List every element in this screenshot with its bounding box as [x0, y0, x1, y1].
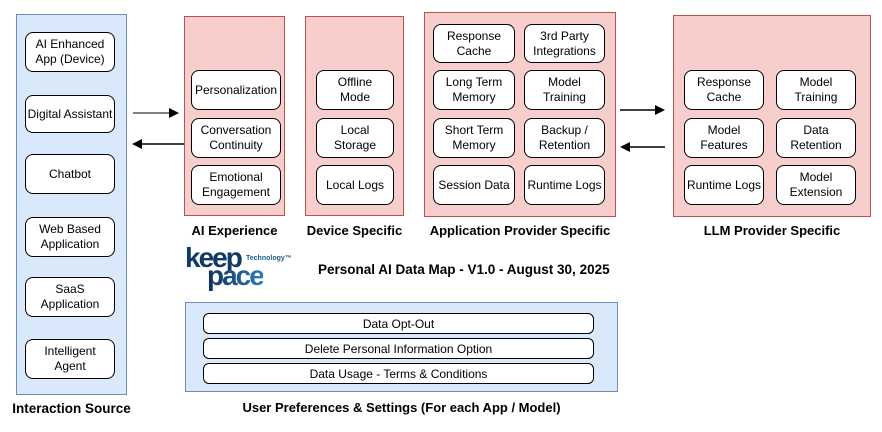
- arrow-left-icon: [132, 139, 187, 149]
- keeppace-logo: keep Technology™ pace: [185, 242, 300, 295]
- user-preferences-label: User Preferences & Settings (For each Ap…: [242, 400, 561, 415]
- interaction-source-label: Interaction Source: [12, 401, 131, 416]
- arrow-right-icon: [133, 108, 179, 118]
- bar-data-usage-terms: Data Usage - Terms & Conditions: [203, 363, 594, 384]
- box-app-response-cache: Response Cache: [433, 24, 515, 63]
- box-personalization: Personalization: [191, 70, 281, 110]
- user-preferences-panel: Data Opt-Out Delete Personal Information…: [185, 302, 618, 392]
- device-specific-label: Device Specific: [306, 223, 403, 238]
- box-long-term-memory: Long Term Memory: [433, 70, 515, 110]
- logo-word-keep: keep: [185, 242, 243, 273]
- diagram-title: Personal AI Data Map - V1.0 - August 30,…: [318, 262, 610, 277]
- box-model-extension: Model Extension: [776, 165, 856, 205]
- box-3rd-party-integrations: 3rd Party Integrations: [524, 24, 605, 63]
- box-data-retention: Data Retention: [776, 118, 856, 158]
- box-local-storage: Local Storage: [316, 118, 394, 158]
- ai-experience-label: AI Experience: [191, 223, 278, 238]
- logo-word-pace: pace: [207, 260, 265, 291]
- box-app-model-training: Model Training: [524, 70, 605, 110]
- box-llm-model-training: Model Training: [776, 70, 856, 110]
- arrow-right-icon: [620, 105, 665, 115]
- box-session-data: Session Data: [433, 165, 515, 205]
- box-web-based-application: Web Based Application: [25, 217, 115, 257]
- box-digital-assistant: Digital Assistant: [25, 95, 115, 133]
- box-backup-retention: Backup / Retention: [524, 118, 605, 158]
- box-conversation-continuity: Conversation Continuity: [191, 118, 281, 158]
- arrow-left-icon: [620, 142, 665, 152]
- box-saas-application: SaaS Application: [25, 277, 115, 317]
- box-chatbot: Chatbot: [25, 154, 115, 194]
- box-offline-mode: Offline Mode: [316, 70, 394, 110]
- box-emotional-engagement: Emotional Engagement: [191, 165, 281, 205]
- box-ai-enhanced-app: AI Enhanced App (Device): [25, 32, 115, 72]
- logo-tagline: Technology™: [246, 255, 292, 262]
- box-llm-runtime-logs: Runtime Logs: [684, 165, 764, 205]
- bar-delete-personal-information: Delete Personal Information Option: [203, 338, 594, 359]
- bar-data-opt-out: Data Opt-Out: [203, 313, 594, 334]
- box-model-features: Model Features: [684, 118, 764, 158]
- llm-provider-label: LLM Provider Specific: [703, 223, 841, 238]
- application-provider-label: Application Provider Specific: [429, 223, 611, 238]
- box-local-logs: Local Logs: [316, 165, 394, 205]
- box-llm-response-cache: Response Cache: [684, 70, 764, 110]
- interaction-source-panel: [16, 14, 127, 395]
- box-short-term-memory: Short Term Memory: [433, 118, 515, 158]
- box-intelligent-agent: Intelligent Agent: [25, 339, 115, 379]
- box-app-runtime-logs: Runtime Logs: [524, 165, 605, 205]
